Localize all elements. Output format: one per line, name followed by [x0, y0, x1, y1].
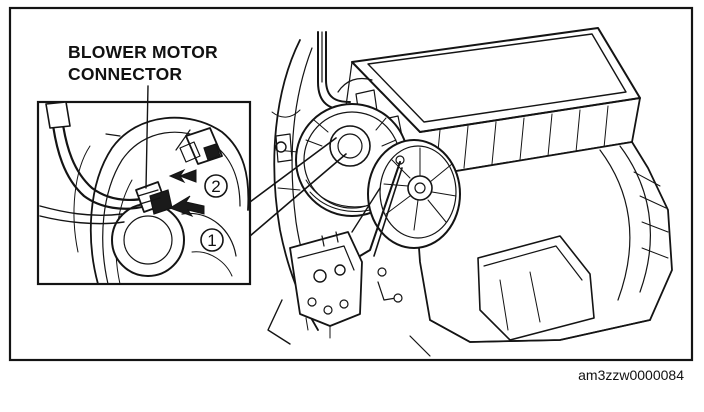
- callout-leader: [145, 85, 149, 189]
- figure-code: am3zzw0000084: [578, 367, 684, 383]
- press-arrow: [168, 195, 205, 217]
- housing-clip: [275, 133, 293, 163]
- actuator-disc: [367, 139, 461, 249]
- step-number-1: 1: [207, 231, 216, 250]
- actuator-bracket: [289, 231, 403, 339]
- step-circle-2: [204, 174, 228, 198]
- upper-tubing: [317, 31, 373, 111]
- heater-blower-assembly: [267, 27, 673, 357]
- upper-case: [345, 27, 641, 179]
- callout-label-line2: CONNECTOR: [68, 64, 182, 84]
- mating-connector: [175, 127, 223, 165]
- pull-arrow: [168, 168, 197, 184]
- step-number-2: 2: [211, 177, 220, 196]
- inset-harness: [39, 101, 150, 225]
- zoom-lines: [249, 137, 347, 237]
- callout-label-line1: BLOWER MOTOR: [68, 42, 218, 62]
- lower-case: [413, 141, 673, 343]
- detail-inset: 2 1: [36, 85, 252, 286]
- step-circle-1: [200, 228, 224, 252]
